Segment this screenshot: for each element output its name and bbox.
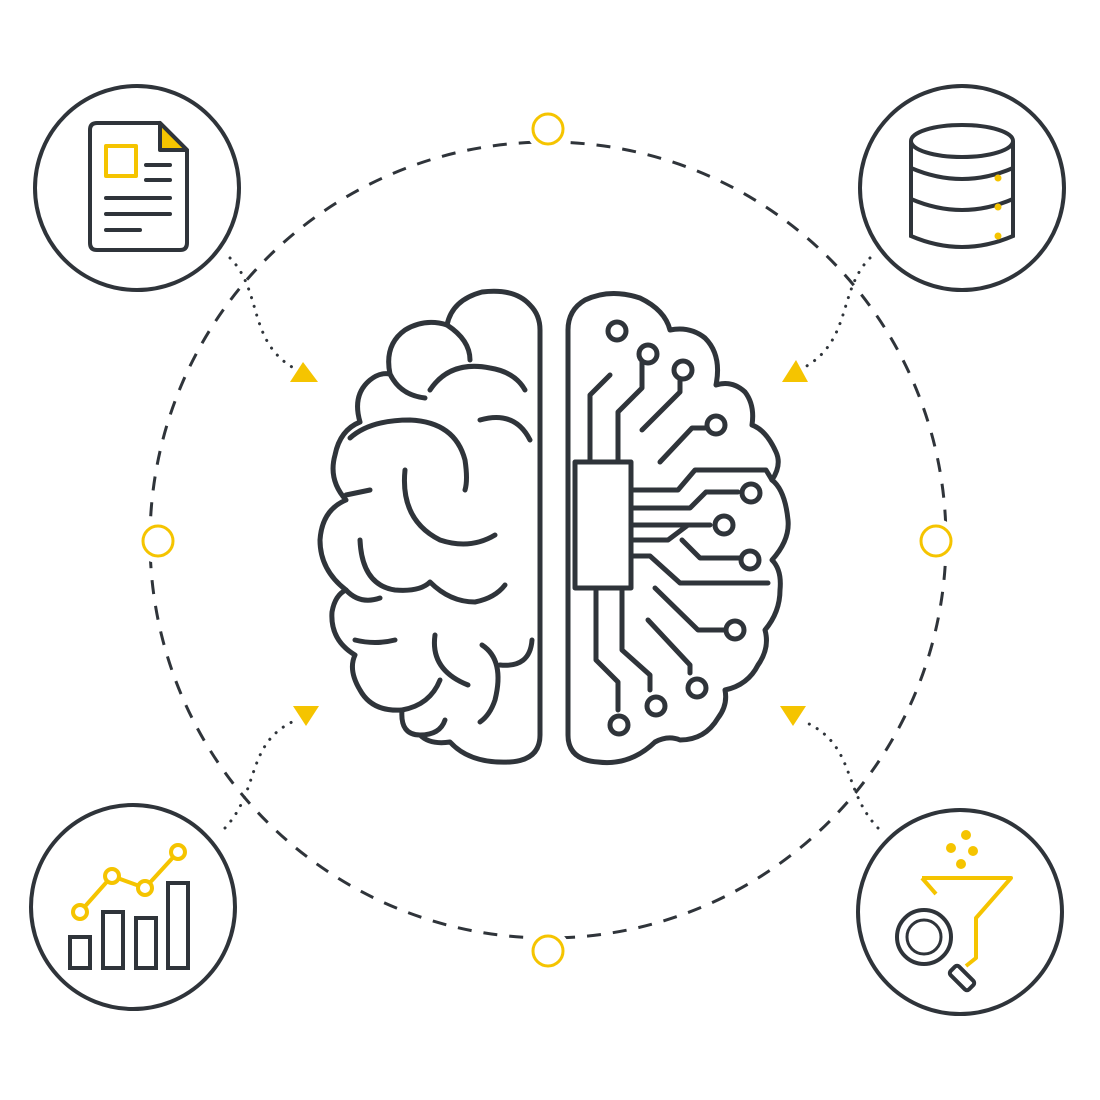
ring-marker-bottom [531,934,565,968]
arrow-bottom-left [293,706,319,726]
document-icon [88,121,189,252]
arrow-top-right [782,360,808,382]
brain-circuit-hemisphere-icon [565,291,791,766]
arrow-bottom-right [780,706,806,726]
ring-marker-top [531,112,565,146]
brain-left-hemisphere-icon [317,288,543,765]
connector-bottom-left [223,720,294,830]
node-circle-bottom-left [29,803,237,1011]
arrow-top-left [290,362,318,382]
connector-top-left [228,256,294,369]
funnel-search-icon [895,830,1013,993]
ring-marker-right [919,524,953,558]
connector-top-right [803,256,872,369]
node-circle-bottom-right [856,808,1064,1016]
node-circle-top-right [858,84,1066,292]
connector-bottom-right [803,720,880,830]
bar-chart-icon [68,843,190,970]
ring-marker-left [141,524,175,558]
database-icon [909,123,1015,249]
dashed-ring [136,107,958,973]
